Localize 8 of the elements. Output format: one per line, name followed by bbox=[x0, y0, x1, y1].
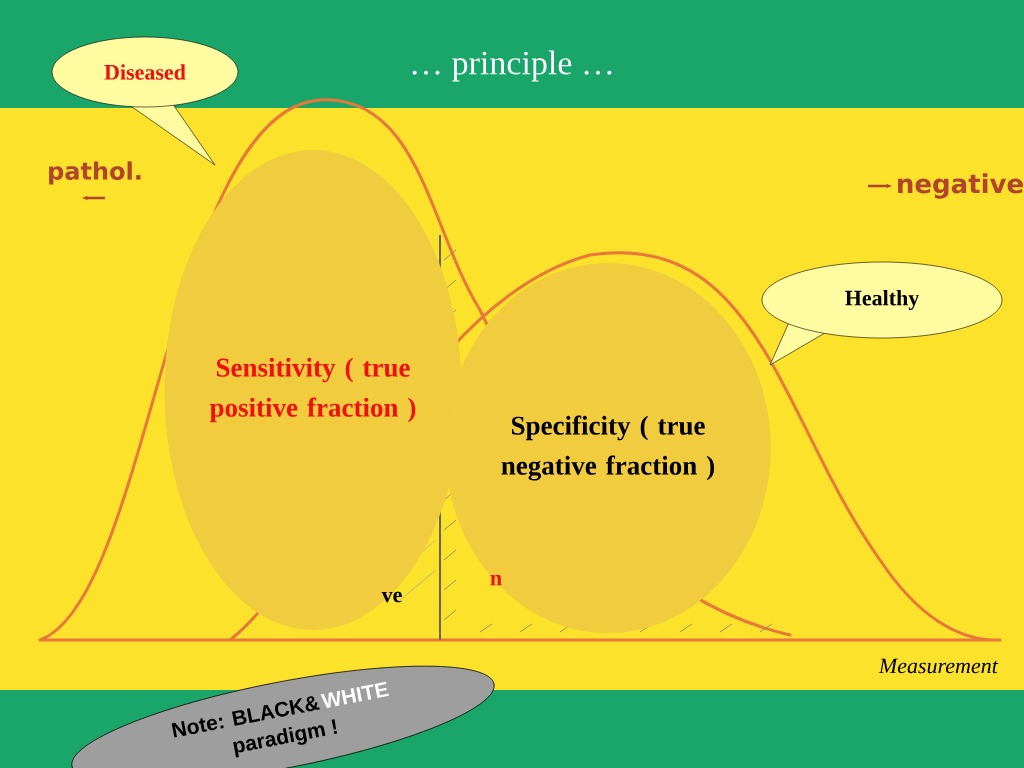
handwritten-label: negative bbox=[898, 173, 1023, 199]
node-label: Specificity ( true negative fraction ) bbox=[501, 415, 715, 481]
axis-label: Measurement bbox=[878, 658, 999, 674]
slide-title: … principle … bbox=[412, 50, 612, 82]
text-fragment: n bbox=[490, 574, 502, 586]
note-oval: Note: BLACK& WHITE paradigm ! bbox=[71, 665, 495, 768]
speech-bubble: Healthy bbox=[761, 261, 1003, 366]
text-fragment: ve bbox=[381, 591, 402, 603]
